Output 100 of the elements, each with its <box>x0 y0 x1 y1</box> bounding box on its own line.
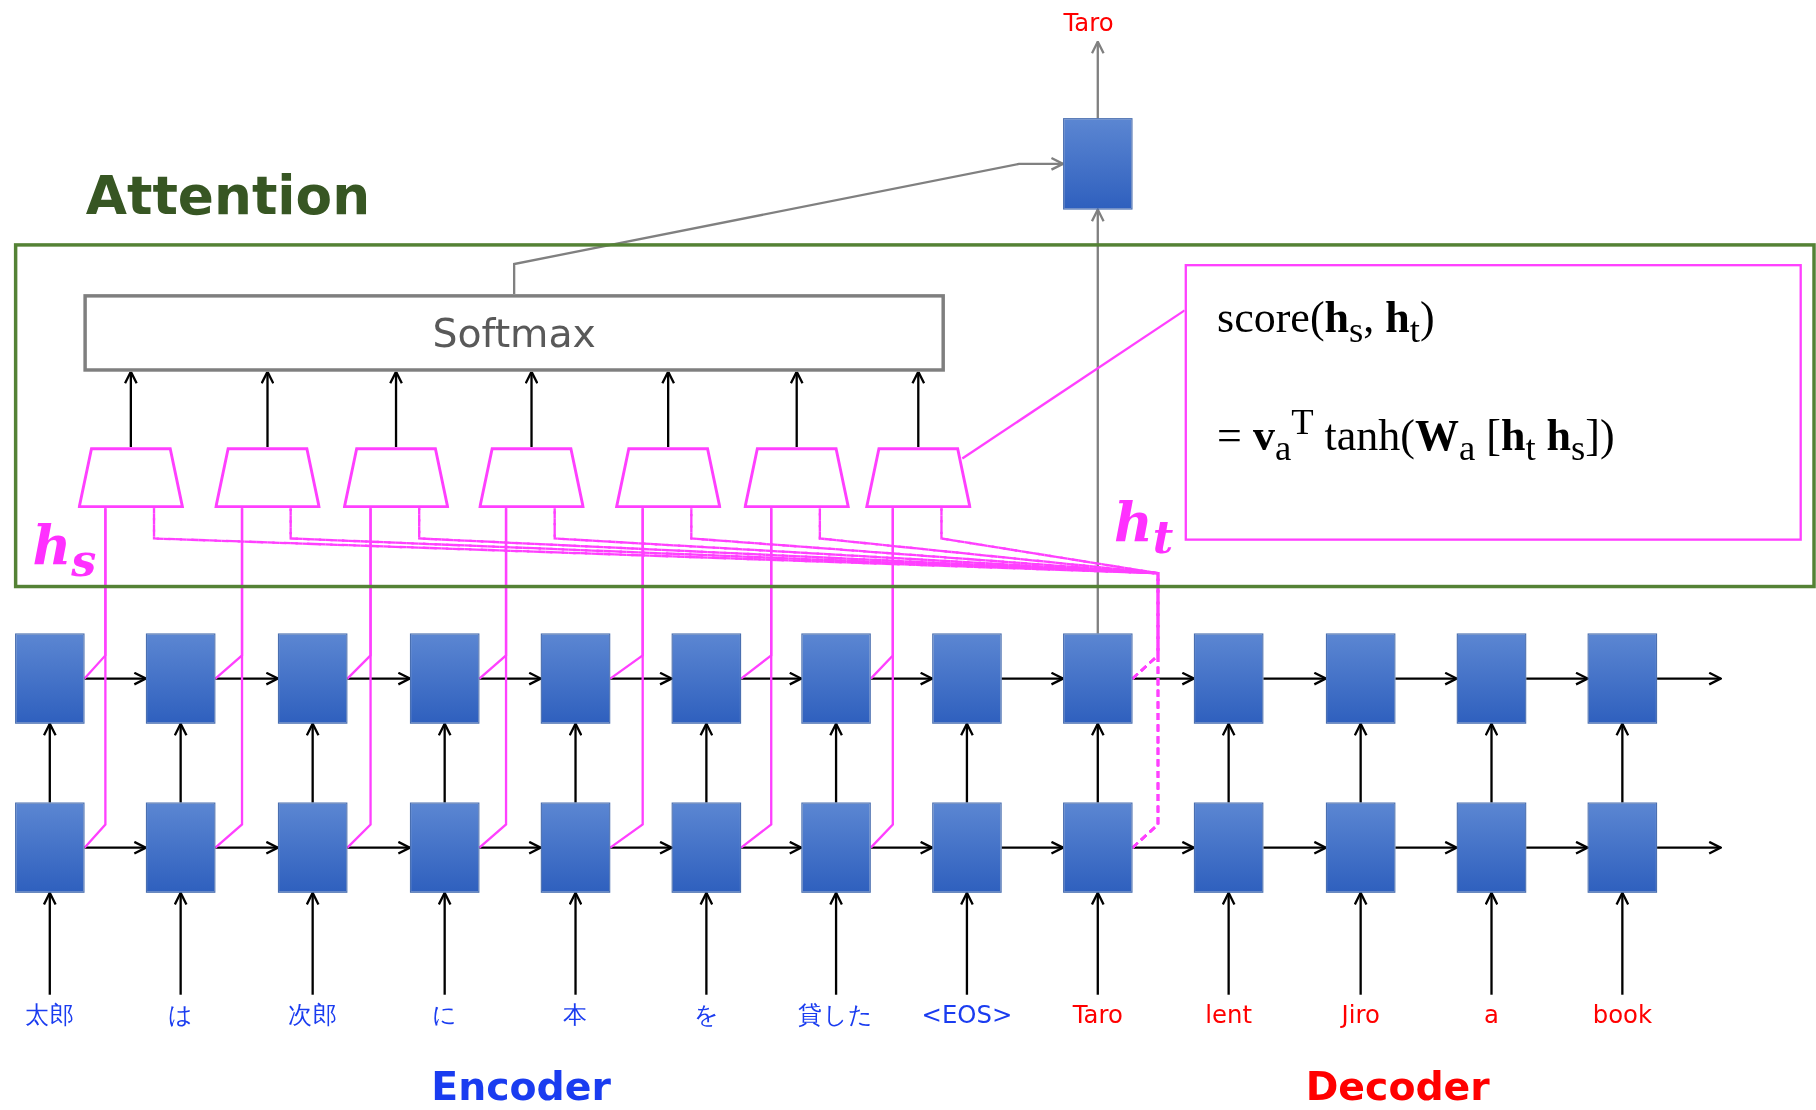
arrow <box>437 891 452 995</box>
rnn-cell-box <box>15 802 85 893</box>
rnn-cell-box <box>540 633 611 724</box>
arrow <box>1657 671 1722 686</box>
score-function-trapezoid <box>478 447 585 509</box>
arrow <box>1657 840 1722 855</box>
word-text: 貸した <box>772 994 900 1035</box>
arrow <box>305 891 320 995</box>
rnn-cell-box <box>1456 802 1527 893</box>
connector-line <box>83 508 107 849</box>
score-function-trapezoid <box>214 447 321 509</box>
arrow <box>568 722 583 803</box>
word-text: 次郎 <box>248 994 377 1035</box>
word-text: lent <box>1164 994 1293 1035</box>
word-text: Taro <box>1036 4 1141 42</box>
arrow <box>699 722 714 803</box>
arrow <box>1132 840 1196 855</box>
word-text: <EOS> <box>903 994 1031 1035</box>
score-function-trapezoid <box>865 447 972 509</box>
arrow <box>215 840 280 855</box>
connector-line <box>346 508 372 849</box>
arrow <box>1001 671 1065 686</box>
arrow <box>741 840 803 855</box>
arrow <box>173 891 188 995</box>
arrow <box>1132 671 1196 686</box>
arrow <box>911 370 926 447</box>
arrow <box>1395 671 1458 686</box>
arrow <box>173 722 188 803</box>
rnn-cell-box <box>932 802 1002 893</box>
rnn-cell-box <box>1325 633 1396 724</box>
arrow <box>305 722 320 803</box>
arrow <box>870 671 934 686</box>
rnn-cell-box <box>801 633 871 724</box>
arrow <box>1090 891 1105 995</box>
connector-line <box>478 508 508 849</box>
word-text: 太郎 <box>0 994 114 1035</box>
connector-line <box>609 508 644 849</box>
rnn-cell-box <box>1587 802 1658 893</box>
rnn-cell-box <box>1325 802 1396 893</box>
rnn-cell-box <box>1587 633 1658 724</box>
word-text: は <box>116 994 245 1035</box>
arrow <box>1615 891 1630 995</box>
score-function-trapezoid <box>77 447 185 509</box>
arrow <box>1090 208 1105 634</box>
rnn-cell-box <box>671 802 742 893</box>
rnn-cell-box <box>1193 633 1264 724</box>
rnn-cell-box <box>15 633 85 724</box>
rnn-cell-box <box>1456 633 1527 724</box>
arrow <box>215 671 280 686</box>
arrow <box>1484 722 1499 803</box>
arrow <box>1353 891 1368 995</box>
arrow <box>1090 722 1105 803</box>
arrow <box>1221 722 1236 803</box>
connector-line <box>940 508 1160 849</box>
connector-line <box>214 508 244 849</box>
formula-text: = v$_{a}$$^{T}$ tanh(W$_{a}$ [h$_{t}$ h$_{s}$]) <box>1217 401 1615 470</box>
word-text: を <box>642 994 771 1035</box>
rnn-cell-box <box>932 633 1002 724</box>
arrow <box>829 891 843 995</box>
arrow <box>741 671 803 686</box>
word-text: に <box>381 994 509 1035</box>
connector-line <box>940 508 1160 680</box>
arrow <box>479 671 542 686</box>
arrow <box>1263 671 1328 686</box>
rnn-cell-box <box>277 802 348 893</box>
rnn-cell-box <box>145 633 216 724</box>
arrow <box>568 891 583 995</box>
arrow <box>479 840 542 855</box>
arrow <box>123 370 138 447</box>
rnn-cell-box <box>801 802 871 893</box>
arrow <box>1263 840 1328 855</box>
arrow <box>1526 840 1589 855</box>
arrow <box>42 722 57 803</box>
group-title: Attention <box>85 164 371 227</box>
arrow <box>610 671 673 686</box>
arrow <box>389 370 403 447</box>
arrow <box>661 370 676 447</box>
arrow <box>1615 722 1630 803</box>
state-symbol: h$_{s}$ <box>32 514 97 587</box>
softmax-box: Softmax <box>83 294 945 372</box>
score-function-trapezoid <box>342 447 450 509</box>
section-label: Encoder <box>431 1063 611 1110</box>
arrow <box>1395 840 1458 855</box>
connector-line <box>740 508 773 849</box>
arrow <box>437 722 452 803</box>
arrow <box>789 370 804 447</box>
formula-text: score(h$_{s}$, h$_{t}$) <box>1217 291 1435 352</box>
word-text: 本 <box>511 994 640 1035</box>
arrow <box>960 722 974 803</box>
arrow <box>960 891 974 995</box>
arrow <box>1353 722 1368 803</box>
connector-line <box>869 508 894 849</box>
formula-box <box>1184 264 1802 541</box>
rnn-cell-box <box>409 802 480 893</box>
rnn-cell-box <box>671 633 742 724</box>
arrow <box>84 840 148 855</box>
arrow <box>829 722 843 803</box>
rnn-cell-box <box>540 802 611 893</box>
arrow <box>699 891 714 995</box>
arrow <box>1221 891 1236 995</box>
